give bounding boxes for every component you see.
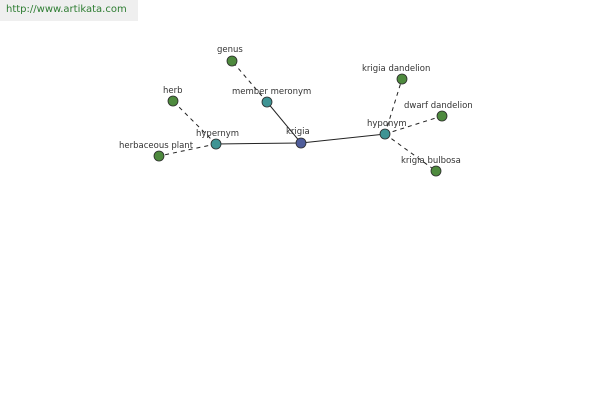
node-krigia[interactable] bbox=[295, 137, 307, 149]
edge-krigia-to-hypernym bbox=[215, 142, 302, 145]
node-krigia-dandelion[interactable] bbox=[396, 73, 408, 85]
graph-edges bbox=[158, 60, 443, 172]
graph-labels: krigia hypernym member meronym hyponym herb h… bbox=[119, 45, 473, 166]
edge-krigia-to-member-meronym bbox=[266, 101, 302, 144]
node-label-genus[interactable]: genus bbox=[217, 45, 243, 55]
node-krigia-bulbosa[interactable] bbox=[430, 165, 442, 177]
node-member-meronym[interactable] bbox=[261, 96, 273, 108]
node-label-krigia-bulbosa[interactable]: krigia bulbosa bbox=[401, 156, 461, 166]
node-label-dwarf-dandelion[interactable]: dwarf dandelion bbox=[404, 101, 473, 111]
node-genus[interactable] bbox=[226, 55, 238, 67]
node-label-hyponym[interactable]: hyponym bbox=[367, 119, 407, 129]
edge-hyponym-to-krigia-dandelion bbox=[384, 78, 403, 135]
node-label-herbaceous-plant[interactable]: herbaceous plant bbox=[119, 141, 194, 151]
graph-nodes bbox=[153, 55, 448, 177]
node-label-member-meronym[interactable]: member meronym bbox=[232, 87, 311, 97]
node-dwarf-dandelion[interactable] bbox=[436, 110, 448, 122]
node-herb[interactable] bbox=[167, 95, 179, 107]
edge-member-meronym-to-genus bbox=[231, 60, 268, 103]
node-label-krigia-dandelion[interactable]: krigia dandelion bbox=[362, 64, 430, 74]
node-hypernym[interactable] bbox=[210, 138, 222, 150]
site-url-banner: http://www.artikata.com bbox=[0, 0, 138, 21]
edge-krigia-to-hyponym bbox=[300, 133, 386, 144]
edge-hypernym-to-herbaceous-plant bbox=[158, 143, 217, 157]
node-label-hypernym[interactable]: hypernym bbox=[196, 129, 239, 139]
node-hyponym[interactable] bbox=[379, 128, 391, 140]
site-url-link[interactable]: http://www.artikata.com bbox=[6, 4, 127, 15]
node-label-herb[interactable]: herb bbox=[163, 86, 183, 96]
edge-hyponym-to-krigia-bulbosa bbox=[384, 133, 437, 172]
edge-hypernym-to-herb bbox=[172, 100, 217, 145]
node-label-krigia[interactable]: krigia bbox=[286, 127, 310, 137]
edge-hyponym-to-dwarf-dandelion bbox=[384, 115, 443, 135]
node-herbaceous-plant[interactable] bbox=[153, 150, 165, 162]
